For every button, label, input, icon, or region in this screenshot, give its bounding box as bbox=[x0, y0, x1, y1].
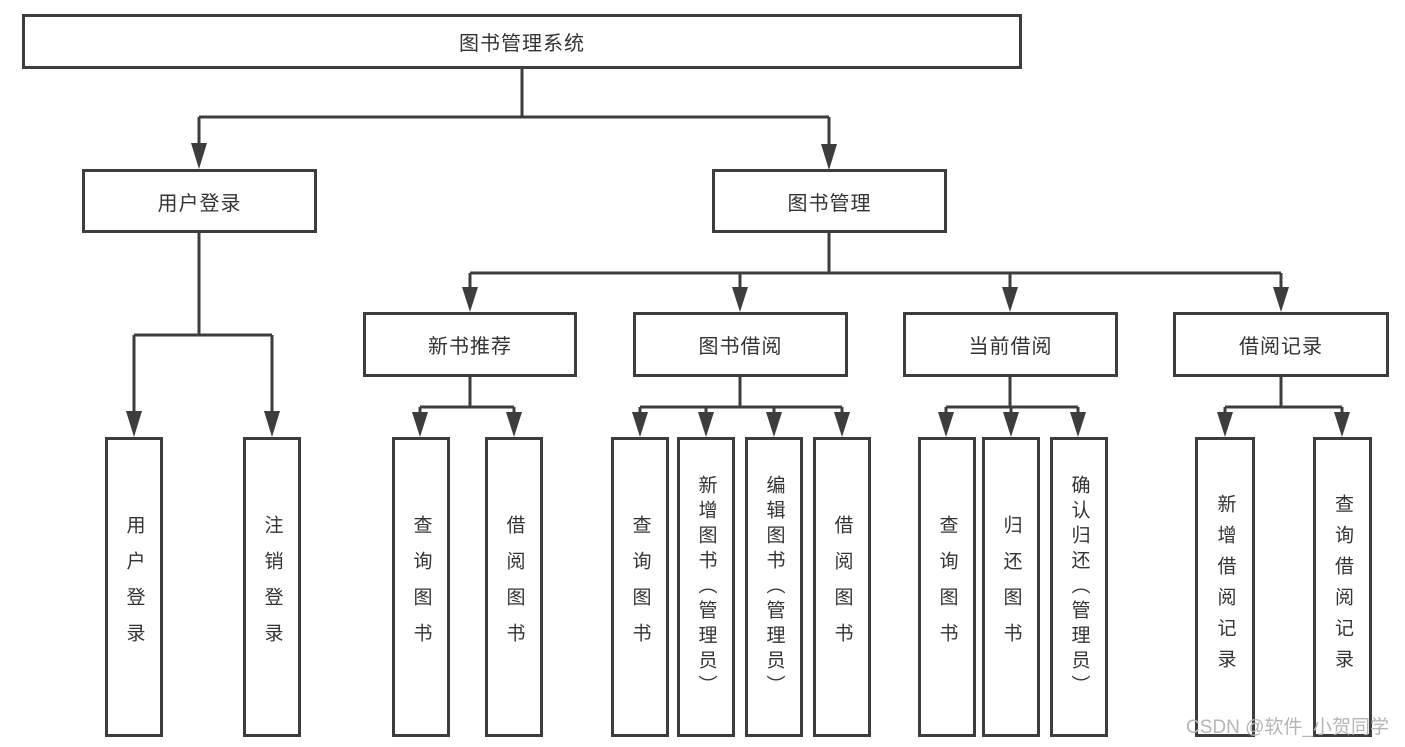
leaf-borrow-books-borrowing: 借阅图书 bbox=[813, 437, 871, 737]
leaf-search-books-borrowing: 查询图书 bbox=[611, 437, 669, 737]
leaf-add-borrow-record-label: 新增借阅记录 bbox=[1214, 494, 1236, 680]
leaf-user-login-label: 用户登录 bbox=[123, 515, 145, 659]
leaf-search-books-current-label: 查询图书 bbox=[936, 515, 958, 659]
leaf-borrow-books-recommend: 借阅图书 bbox=[485, 437, 543, 737]
leaf-borrow-books-borrowing-label: 借阅图书 bbox=[831, 515, 853, 659]
leaf-confirm-return-admin: 确认归还（管理员） bbox=[1050, 437, 1108, 737]
leaf-search-books-current: 查询图书 bbox=[918, 437, 976, 737]
leaf-borrow-books-recommend-label: 借阅图书 bbox=[503, 515, 525, 659]
leaf-edit-book-admin: 编辑图书（管理员） bbox=[745, 437, 803, 737]
node-library-management-system: 图书管理系统 bbox=[22, 14, 1022, 69]
leaf-logout: 注销登录 bbox=[243, 437, 301, 737]
leaf-search-borrow-record: 查询借阅记录 bbox=[1313, 437, 1372, 737]
leaf-search-books-recommend: 查询图书 bbox=[392, 437, 450, 737]
leaf-add-borrow-record: 新增借阅记录 bbox=[1195, 437, 1255, 737]
node-borrowing-records: 借阅记录 bbox=[1173, 312, 1389, 377]
leaf-search-books-recommend-label: 查询图书 bbox=[410, 515, 432, 659]
leaf-add-book-admin: 新增图书（管理员） bbox=[677, 437, 735, 737]
node-current-borrowing: 当前借阅 bbox=[903, 312, 1118, 377]
node-book-borrowing: 图书借阅 bbox=[633, 312, 848, 377]
leaf-return-book-label: 归还图书 bbox=[1000, 515, 1022, 659]
leaf-logout-label: 注销登录 bbox=[261, 515, 283, 659]
node-new-book-recommendation: 新书推荐 bbox=[363, 312, 577, 377]
leaf-user-login: 用户登录 bbox=[105, 437, 163, 737]
leaf-confirm-return-admin-label: 确认归还（管理员） bbox=[1068, 474, 1090, 700]
leaf-return-book: 归还图书 bbox=[982, 437, 1040, 737]
leaf-search-borrow-record-label: 查询借阅记录 bbox=[1332, 494, 1353, 680]
leaf-search-books-borrowing-label: 查询图书 bbox=[629, 515, 651, 659]
node-book-management: 图书管理 bbox=[712, 169, 947, 233]
leaf-add-book-admin-label: 新增图书（管理员） bbox=[695, 474, 717, 700]
leaf-edit-book-admin-label: 编辑图书（管理员） bbox=[763, 474, 785, 700]
csdn-watermark: CSDN @软件_小贺同学 bbox=[1186, 717, 1389, 738]
node-user-login: 用户登录 bbox=[82, 169, 317, 233]
